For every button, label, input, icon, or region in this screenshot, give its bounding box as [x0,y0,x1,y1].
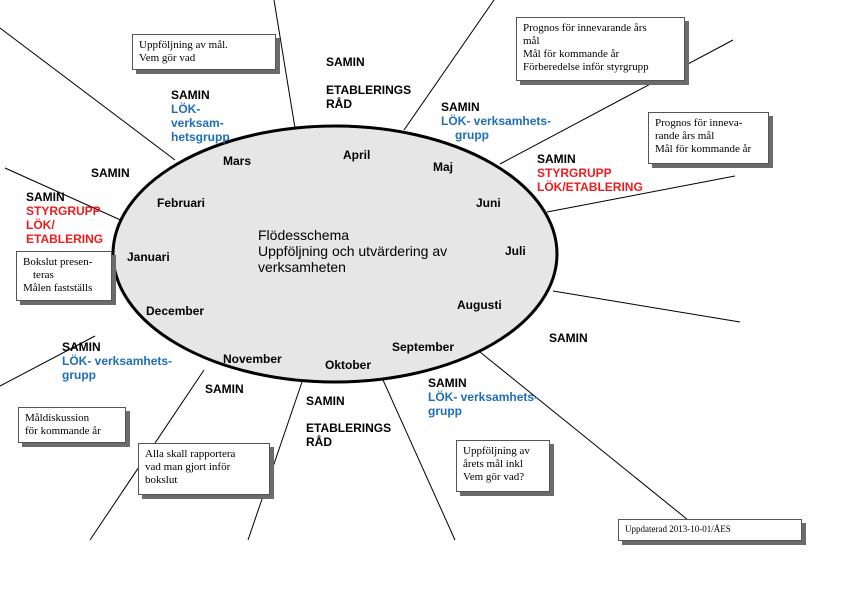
samin-label: SAMIN [62,340,101,354]
connector-line [499,39,734,165]
center-title-line: verksamheten [258,259,346,275]
connector-line [552,290,741,323]
box-line: rande års mål [655,130,715,142]
month-oktober: Oktober [325,358,372,372]
lok-label: LÖK- verksamhets- grupp [441,114,551,142]
label-line: LÖK- verksamhets- [441,114,552,128]
month-februari: Februari [157,196,206,210]
box-line: teras [33,269,54,281]
samin-label: SAMIN [537,152,576,166]
label-line: LÖK- verksamhets- [62,354,173,368]
month-september: September [392,340,455,354]
uppdaterad-box: Uppdaterad 2013-10-01/ÅES [618,519,802,541]
month-maj: Maj [433,160,454,174]
box-line: Prognos för innevarande års [523,22,647,34]
uppfoljning-arets-box: Uppföljning av årets mål inkl Vem gör va… [456,440,550,492]
label-line: LÖK- [171,102,201,116]
lok-label: LÖK- verksamhets- grupp [62,354,172,382]
box-line: mål [523,35,540,47]
label-line: LÖK/ETABLERING [537,180,643,194]
month-januari: Januari [127,250,170,264]
box-line: Bokslut presen- [23,256,93,268]
box-line: Uppföljning av mål. [139,39,228,51]
etablerings-rad-label: ETABLERINGS RÅD [306,421,391,449]
connector-line [4,167,126,223]
box-line: Mål för kommande år [655,143,752,155]
connector-line [403,0,495,131]
label-line: ETABLERINGS [326,83,412,97]
month-november: November [223,352,282,366]
samin-label: SAMIN [205,382,244,396]
center-title-line: Flödesschema [258,227,350,243]
samin-label: SAMIN [26,190,65,204]
bokslut-box: Bokslut presen- teras Målen fastställs [16,251,112,301]
samin-label: SAMIN [171,88,210,102]
maldiskussion-box: Måldiskussion för kommande år [18,407,126,443]
box-line: för kommande år [25,425,101,437]
samin-label: SAMIN [441,100,480,114]
label-line: ETABLERING [26,232,104,246]
box-line: bokslut [145,474,178,486]
month-juni: Juni [476,196,501,210]
box-line: Alla skall rapportera [145,448,236,460]
connector-line [546,175,736,213]
box-line: Målen fastställs [23,282,93,294]
label-line: grupp [62,368,96,382]
month-december: December [146,304,205,318]
prognos-mal-box: Prognos för inneva- rande års mål Mål fö… [648,112,769,164]
box-line: Måldiskussion [25,412,90,424]
box-line: Vem gör vad? [463,471,525,483]
connector-line [479,351,689,521]
samin-label: SAMIN [306,394,345,408]
month-augusti: Augusti [457,298,502,312]
label-line: LÖK/ [26,218,55,232]
connector-line [382,379,456,541]
label-line: RÅD [326,97,352,111]
connector-line [273,0,296,129]
label-line: LÖK- verksamhets- [428,390,539,404]
samin-label: SAMIN [549,331,588,345]
prognos-forberedelse-box: Prognos för innevarande års mål Mål för … [516,17,685,81]
label-line: STYRGRUPP [26,204,101,218]
box-line: vad man gjort inför [145,461,231,473]
connector-line [0,27,176,161]
box-line: Vem gör vad [139,52,196,64]
box-line: årets mål inkl [463,458,523,470]
label-line: grupp [428,404,462,418]
center-title: Flödesschema Uppföljning och utvärdering… [258,227,447,275]
label-line: hetsgrupp [171,130,230,144]
label-line: STYRGRUPP [537,166,612,180]
month-juli: Juli [505,244,526,258]
label-line: ETABLERINGS [306,421,392,435]
month-mars: Mars [223,154,252,168]
box-line: Prognos för inneva- [655,117,743,129]
samin-label: SAMIN [91,166,130,180]
label-line: verksam- [171,116,224,130]
year-cycle-ellipse [111,124,559,384]
lok-label: LÖK- verksamhets- grupp [428,390,538,418]
rapportera-box: Alla skall rapportera vad man gjort infö… [138,443,270,495]
samin-label: SAMIN [326,55,365,69]
label-line: RÅD [306,435,332,449]
box-line: Uppföljning av [463,445,530,457]
connector-line [0,335,96,387]
center-title-line: Uppföljning och utvärdering av [258,243,448,259]
label-line: grupp [455,128,489,142]
samin-label: SAMIN [428,376,467,390]
styrgrupp-label: STYRGRUPP LÖK/ETABLERING [537,166,643,194]
box-line: Uppdaterad 2013-10-01/ÅES [625,524,731,534]
box-line: Mål för kommande år [523,48,620,60]
etablerings-rad-label: ETABLERINGS RÅD [326,83,411,111]
styrgrupp-label: STYRGRUPP LÖK/ ETABLERING [26,204,103,246]
lok-label: LÖK- verksam- hetsgrupp [171,102,230,144]
connector-line [247,381,303,541]
uppfoljning-mal-box: Uppföljning av mål. Vem gör vad [132,34,276,70]
box-line: Förberedelse inför styrgrupp [523,61,649,73]
month-april: April [343,148,371,162]
